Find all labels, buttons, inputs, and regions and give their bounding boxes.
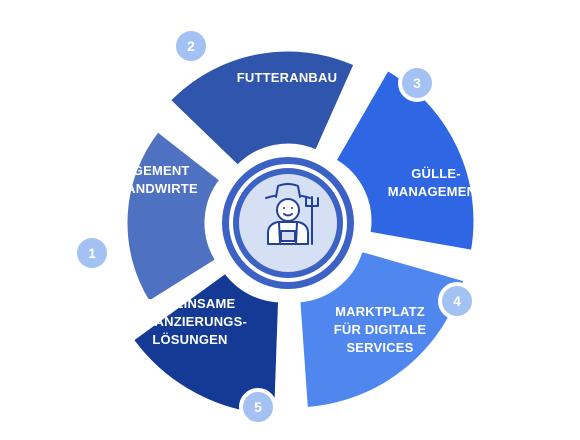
segment-marktplatz bbox=[297, 248, 467, 411]
segment-label-finanzierung: GEMEINSAME FINANZIERUNGS- LÖSUNGEN bbox=[132, 296, 248, 347]
segment-engagement bbox=[124, 128, 223, 305]
badge-circle-1 bbox=[73, 234, 111, 272]
badge-number-3: 3 bbox=[413, 75, 421, 91]
badge-circle-3 bbox=[398, 64, 436, 102]
segment-label-guelle-management: GÜLLE- MANAGEMENT bbox=[387, 166, 485, 199]
badge-number-1: 1 bbox=[88, 245, 96, 261]
segment-label-engagement: ENGAGEMENT DER LANDWIRTE bbox=[86, 163, 198, 196]
badge-number-4: 4 bbox=[453, 293, 461, 309]
badge-number-5: 5 bbox=[254, 399, 262, 415]
segment-label-marktplatz: MARKTPLATZ FÜR DIGITALE SERVICES bbox=[333, 304, 427, 355]
badge-number-2: 2 bbox=[187, 38, 195, 54]
badge-circle-2 bbox=[172, 27, 210, 65]
farmer-with-pitchfork-icon bbox=[265, 183, 319, 245]
segment-label-futteranbau: FUTTERANBAU bbox=[236, 70, 338, 85]
center-ring-gap bbox=[229, 164, 347, 282]
segment-futteranbau bbox=[167, 48, 358, 169]
badge-circle-4 bbox=[438, 282, 476, 320]
segment-guelle-management bbox=[332, 67, 477, 254]
badge-circle-5 bbox=[239, 388, 277, 426]
segment-finanzierung bbox=[130, 270, 282, 418]
